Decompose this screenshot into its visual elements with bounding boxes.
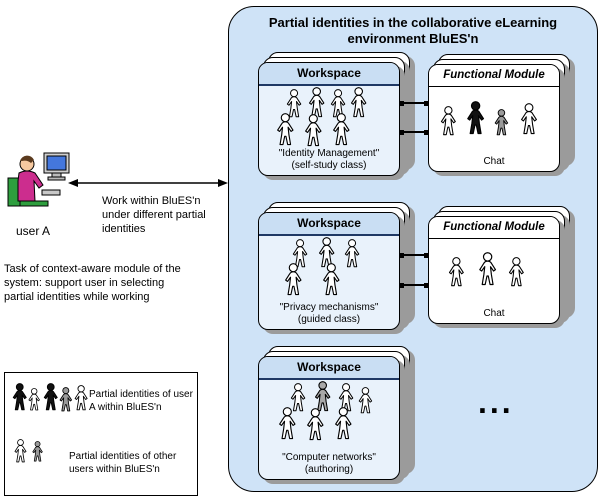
- connector-row1-bottom: [399, 129, 429, 135]
- task-description: Task of context-aware module of the syst…: [4, 263, 181, 303]
- functional-module-box-1: Functional Module Chat: [428, 54, 570, 172]
- module-2-caption: Chat: [483, 308, 505, 319]
- legend-user-a-identities-label: Partial identities of user A within BluE…: [89, 389, 193, 413]
- workspace-3-people-icons: [265, 381, 395, 447]
- connector-row1-top: [399, 100, 429, 106]
- connector-row2-bottom: [399, 282, 429, 288]
- workspace-2-people-icons: [265, 237, 395, 299]
- panel-title: Partial identities in the collaborative …: [268, 15, 558, 46]
- double-arrow: [68, 179, 228, 187]
- workspace-box-3: Workspace "Computer networks" (authoring…: [258, 346, 410, 480]
- user-at-computer-icon: [7, 152, 70, 207]
- workspace-2-subcaption: (guided class): [297, 314, 361, 325]
- legend-box: Partial identities of user A within BluE…: [4, 372, 198, 496]
- workspace-1-people-icons: [265, 87, 395, 149]
- user-label: user A: [16, 224, 51, 238]
- workspace-3-header: Workspace: [259, 357, 399, 380]
- module-1-caption: Chat: [483, 156, 505, 167]
- workspace-2-caption: "Privacy mechanisms": [279, 302, 379, 313]
- workspace-1-header: Workspace: [259, 63, 399, 86]
- workspace-1-caption: "Identity Management": [278, 148, 380, 159]
- more-modules-ellipsis: ...: [478, 384, 514, 420]
- legend-other-users-identities-label: Partial identities of other users within…: [69, 451, 177, 475]
- legend-other-users-identities-icons: [13, 437, 55, 472]
- workspace-box-1: Workspace "Identity Management" (self-st…: [258, 52, 410, 176]
- module-1-header: Functional Module: [429, 65, 559, 87]
- legend-user-a-identities-icons: [11, 379, 91, 424]
- functional-module-box-2: Functional Module Chat: [428, 206, 570, 324]
- workspace-1-subcaption: (self-study class): [291, 160, 367, 171]
- workspace-3-subcaption: (authoring): [304, 464, 354, 475]
- module-1-people-icons: [435, 92, 555, 148]
- workspace-3-caption: "Computer networks": [282, 452, 376, 463]
- workspace-box-2: Workspace "Privacy mechanisms" (guided c…: [258, 202, 410, 330]
- module-2-people-icons: [435, 244, 555, 300]
- connector-row2-top: [399, 252, 429, 258]
- arrow-caption: Work within BluES'n under different part…: [102, 195, 206, 235]
- workspace-2-header: Workspace: [259, 213, 399, 236]
- module-2-header: Functional Module: [429, 217, 559, 239]
